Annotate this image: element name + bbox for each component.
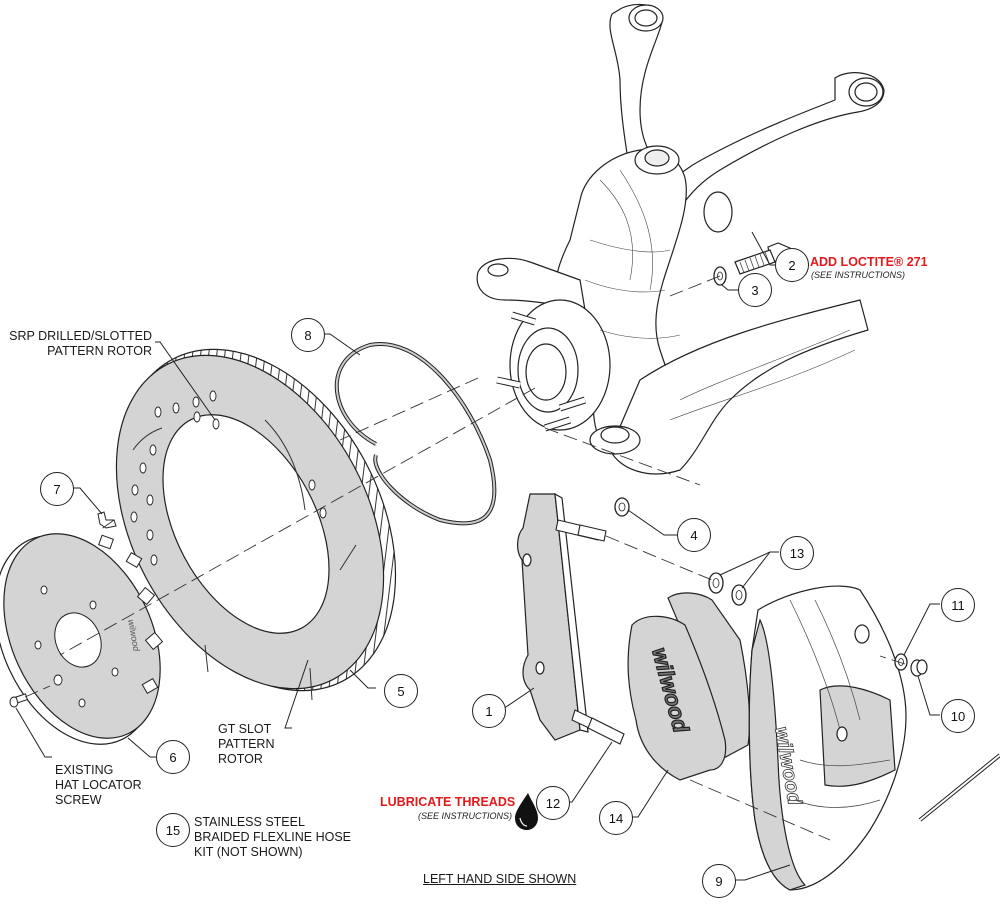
brake-pads: wilwood [627,592,751,781]
caliper-mounting-bracket [517,492,589,741]
callout-5: 5 [384,674,418,708]
callout-13: 13 [780,536,814,570]
callout-3: 3 [738,273,772,307]
callout-6: 6 [156,740,190,774]
lower-control-arm [609,299,869,475]
caliper-through-bolt [918,753,1000,822]
note-loctite-sub: (SEE INSTRUCTIONS) [811,270,906,280]
wheel-studs [496,311,587,432]
callout-7: 7 [40,472,74,506]
label-hat-locator-screw: EXISTING HAT LOCATOR SCREW [55,763,142,807]
oil-drop-icon [515,793,538,830]
callout-1: 1 [472,694,506,728]
label-hose-kit: STAINLESS STEEL BRAIDED FLEXLINE HOSE KI… [194,815,351,859]
note-lube-title: LUBRICATE THREADS [380,795,516,809]
bracket-stud [571,709,625,745]
caliper: wilwood [748,585,907,891]
callout-9: 9 [702,864,736,898]
label-srp-rotor: SRP DRILLED/SLOTTED PATTERN ROTOR [9,329,152,358]
hat-lug-holes [34,585,119,708]
upper-arm-link-right [663,72,885,206]
callout-2: 2 [775,248,809,282]
bracket-stud-upper [555,519,607,542]
note-loctite-title: ADD LOCTITE® 271 [810,255,928,269]
callout-11: 11 [941,588,975,622]
label-gt-rotor: GT SLOT PATTERN ROTOR [218,722,275,766]
rotor [115,348,397,701]
caliper-nut [910,659,928,677]
hat-locator-screw [9,693,28,708]
callout-10: 10 [941,699,975,733]
retaining-ring [334,341,497,526]
hat-center-bore [54,612,102,668]
callout-12: 12 [536,786,570,820]
callout-14: 14 [599,801,633,835]
callout-8: 8 [291,318,325,352]
leader-lines [15,231,940,881]
callout-15: 15 [156,813,190,847]
callout-4: 4 [677,518,711,552]
label-left-hand-side: LEFT HAND SIDE SHOWN [423,872,577,886]
rotor-hat: wilwood [0,533,164,745]
note-lube-sub: (SEE INSTRUCTIONS) [417,811,512,821]
rotor-drill-holes [130,390,327,566]
steering-knuckle-assembly [476,3,885,475]
assembly-axis-lines [24,275,906,841]
rotor-hardware-clip [97,511,117,529]
